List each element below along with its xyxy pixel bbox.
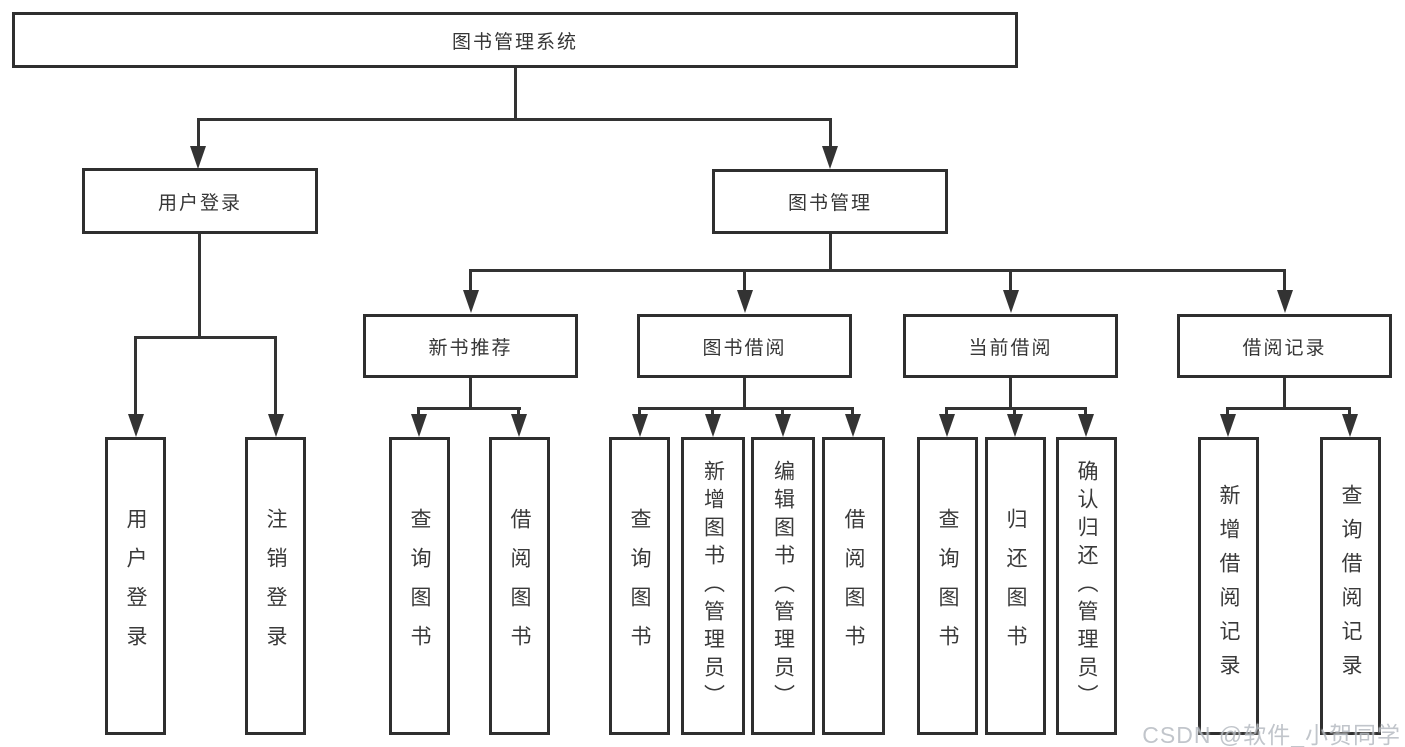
connector-stem-record [1283,271,1286,292]
arrowhead-current-confirm [1078,414,1094,437]
connector-user-login-drop [198,234,201,338]
node-new-book-recommend-label: 新书推荐 [428,337,513,359]
connector-stem-borrow-borrow [851,409,854,416]
connector-record-split [1226,407,1351,410]
leaf-logout: 注销登录 [245,437,306,735]
arrowhead-borrow [737,290,753,313]
arrowhead-leaf-logout [268,414,284,437]
connector-recommend-split [417,407,521,410]
node-book-borrow-label: 图书借阅 [702,337,787,359]
arrowhead-record-query [1342,414,1358,437]
connector-borrow-drop [743,378,746,409]
node-current-borrow-label: 当前借阅 [968,337,1053,359]
arrowhead-book-mgmt [822,146,838,169]
leaf-add-borrow-record: 新增借阅记录 [1198,437,1259,735]
connector-book-mgmt-split [469,269,1286,272]
arrowhead-record [1277,290,1293,313]
leaf-edit-book-admin-label: 编辑图书（管理员） [771,460,795,712]
connector-stem-borrow [743,271,746,292]
connector-current-split [945,407,1087,410]
leaf-query-borrow-record-label: 查询借阅记录 [1339,484,1362,688]
leaf-borrow-query-book-label: 查询图书 [628,508,651,664]
connector-stem-record-query [1348,409,1351,416]
connector-stem-user-login [197,120,200,147]
connector-stem-leaf-logout [274,338,277,415]
connector-stem-current [1009,271,1012,292]
node-root: 图书管理系统 [12,12,1018,68]
leaf-add-book-admin-label: 新增图书（管理员） [701,460,725,712]
leaf-query-borrow-record: 查询借阅记录 [1320,437,1381,735]
connector-stem-borrow-edit [781,409,784,416]
arrowhead-borrow-query [632,414,648,437]
connector-root-split [197,118,832,121]
node-borrow-record-label: 借阅记录 [1242,337,1327,359]
node-book-mgmt: 图书管理 [712,169,948,234]
arrowhead-current-query [939,414,955,437]
connector-record-drop [1283,378,1286,409]
leaf-return-book-label: 归还图书 [1004,508,1027,664]
leaf-confirm-return-admin-label: 确认归还（管理员） [1075,460,1098,712]
arrowhead-recommend-query [411,414,427,437]
node-book-mgmt-label: 图书管理 [787,193,872,214]
arrowhead-user-login [190,146,206,169]
connector-stem-current-query [945,409,948,416]
connector-stem-borrow-add [711,409,714,416]
arrowhead-record-add [1220,414,1236,437]
leaf-current-query-book: 查询图书 [917,437,978,735]
arrowhead-current [1003,290,1019,313]
leaf-recommend-query-book: 查询图书 [389,437,450,735]
connector-current-drop [1009,378,1012,409]
arrowhead-leaf-user-login [128,414,144,437]
connector-stem-recommend-query [417,409,420,416]
leaf-borrow-query-book: 查询图书 [609,437,670,735]
node-root-label: 图书管理系统 [451,31,578,53]
leaf-recommend-borrow-book: 借阅图书 [489,437,550,735]
arrowhead-borrow-edit [775,414,791,437]
leaf-borrow-book: 借阅图书 [822,437,885,735]
arrowhead-recommend [463,290,479,313]
node-borrow-record: 借阅记录 [1177,314,1392,378]
node-user-login: 用户登录 [82,168,318,234]
connector-stem-record-add [1226,409,1229,416]
connector-borrow-split [638,407,854,410]
node-book-borrow: 图书借阅 [637,314,852,378]
arrowhead-recommend-borrow [511,414,527,437]
connector-stem-book-mgmt [829,120,832,147]
leaf-user-login: 用户登录 [105,437,166,735]
node-current-borrow: 当前借阅 [903,314,1118,378]
leaf-recommend-query-book-label: 查询图书 [408,508,431,664]
arrowhead-current-return [1007,414,1023,437]
arrowhead-borrow-add [705,414,721,437]
node-user-login-label: 用户登录 [157,192,242,214]
csdn-watermark: CSDN @软件_小贺同学 [1142,722,1401,747]
arrowhead-borrow-borrow [845,414,861,437]
connector-stem-recommend-borrow [517,409,520,416]
leaf-current-query-book-label: 查询图书 [936,508,959,664]
leaf-edit-book-admin: 编辑图书（管理员） [751,437,815,735]
leaf-add-borrow-record-label: 新增借阅记录 [1217,484,1240,688]
connector-user-login-split [134,336,277,339]
connector-stem-recommend [469,271,472,292]
leaf-confirm-return-admin: 确认归还（管理员） [1056,437,1117,735]
connector-stem-current-confirm [1084,409,1087,416]
connector-stem-current-return [1013,409,1016,416]
leaf-add-book-admin: 新增图书（管理员） [681,437,745,735]
connector-recommend-drop [469,378,472,409]
connector-book-mgmt-drop [829,234,832,272]
leaf-borrow-book-label: 借阅图书 [842,508,865,664]
leaf-user-login-label: 用户登录 [124,508,147,664]
leaf-return-book: 归还图书 [985,437,1046,735]
connector-root-drop [514,68,517,120]
connector-stem-leaf-user-login [134,338,137,415]
leaf-recommend-borrow-book-label: 借阅图书 [508,508,531,664]
node-new-book-recommend: 新书推荐 [363,314,578,378]
leaf-logout-label: 注销登录 [264,508,287,664]
connector-stem-borrow-query [638,409,641,416]
